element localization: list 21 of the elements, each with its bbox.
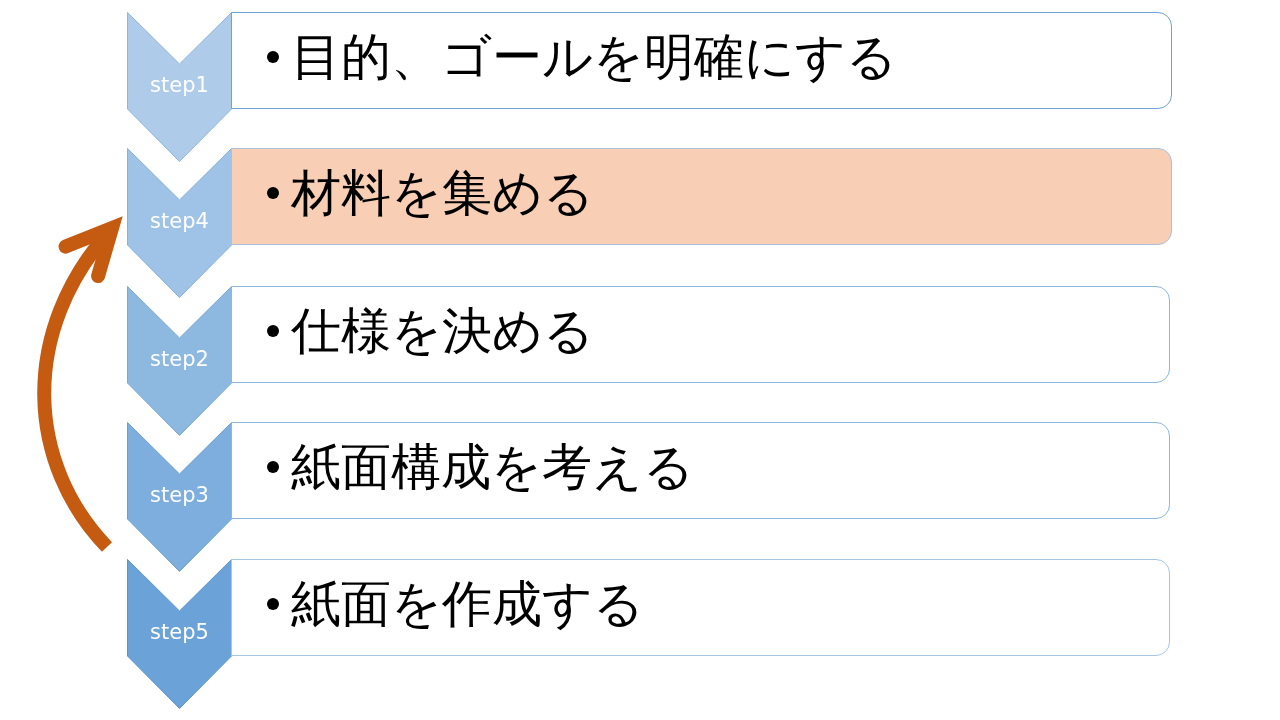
step-label: step1 — [149, 72, 210, 98]
step-text: 紙面を作成する — [291, 573, 644, 634]
step-label: step2 — [149, 346, 210, 372]
chevron-shape — [127, 148, 232, 298]
step-label: step4 — [149, 208, 210, 234]
curved-arrow — [37, 216, 123, 552]
chevron-shape — [127, 559, 232, 709]
chevron-shape — [127, 286, 232, 436]
step-label: step5 — [149, 619, 210, 645]
step-text: 紙面構成を考える — [291, 436, 694, 497]
step-box — [231, 422, 1170, 519]
step-box — [231, 12, 1172, 109]
step-text: 仕様を決める — [291, 300, 594, 361]
step-text: 材料を集める — [291, 162, 594, 223]
chevron-shape — [127, 422, 232, 572]
step-text: 目的、ゴールを明確にする — [291, 26, 897, 87]
step-label: step3 — [149, 482, 210, 508]
step-box — [231, 148, 1172, 245]
step-box — [231, 559, 1170, 656]
chevron-shape — [127, 12, 232, 162]
step-box — [231, 286, 1170, 383]
